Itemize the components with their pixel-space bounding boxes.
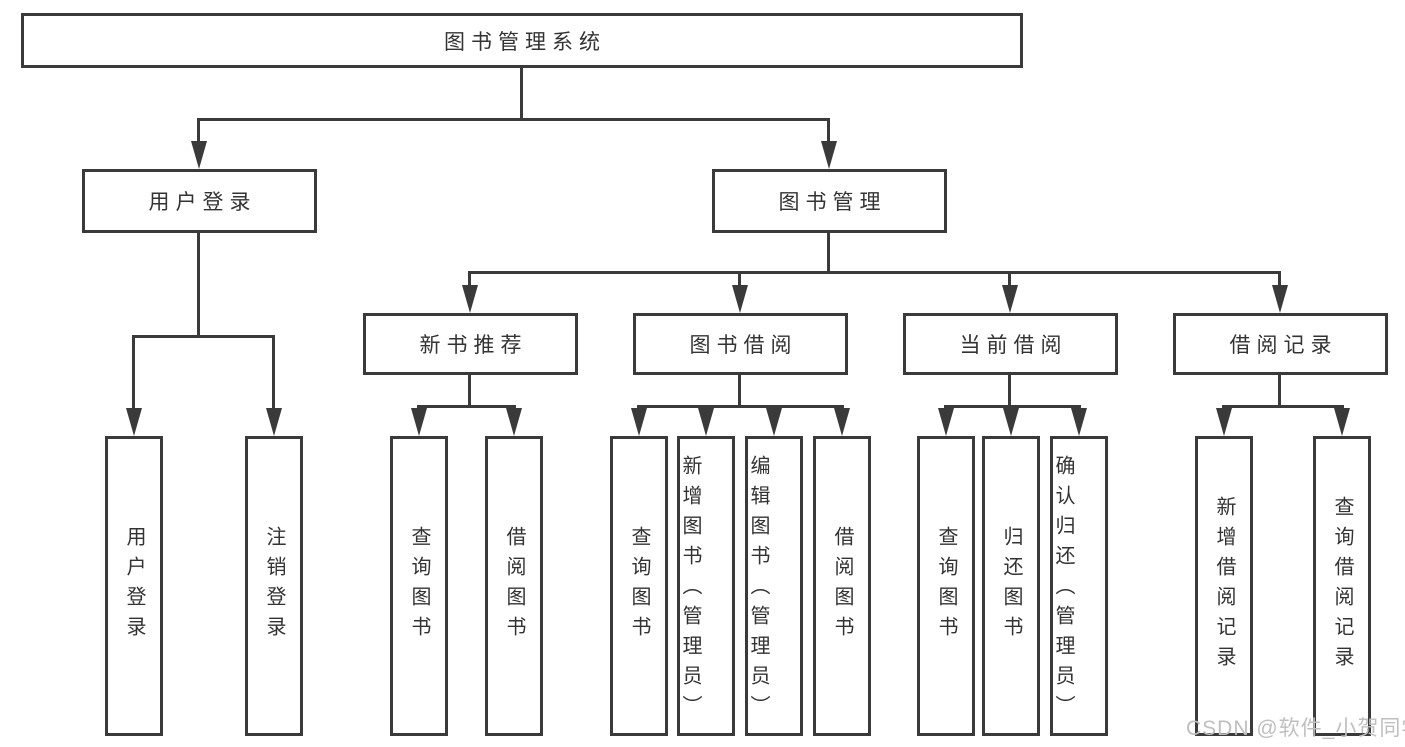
node-new-book-recommend-label: 新书推荐 bbox=[419, 334, 528, 357]
leaf-current-return-books-label: 归还图书 bbox=[1000, 526, 1022, 646]
leaf-recommend-borrow-books: 借阅图书 bbox=[485, 436, 543, 736]
node-new-book-recommend: 新书推荐 bbox=[363, 313, 578, 375]
arrowhead-records-query bbox=[1334, 408, 1350, 436]
arrowhead-recommend-query bbox=[411, 408, 427, 436]
connector-user-login-stem bbox=[197, 118, 200, 144]
leaf-recommend-query-books: 查询图书 bbox=[390, 436, 448, 736]
leaf-user-login: 用户登录 bbox=[105, 436, 163, 736]
leaf-current-query-books-label: 查询图书 bbox=[935, 526, 957, 646]
arrowhead-book-mgmt bbox=[821, 141, 837, 169]
connector-borrowing-down bbox=[738, 375, 741, 408]
leaf-borrowing-add-books-admin: 新增图书（管理员） bbox=[677, 436, 735, 736]
leaf-borrowing-borrow-books: 借阅图书 bbox=[813, 436, 871, 736]
node-book-borrowing-label: 图书借阅 bbox=[689, 334, 798, 357]
connector-level2-bus bbox=[197, 118, 830, 121]
leaf-records-query-record-label: 查询借阅记录 bbox=[1331, 496, 1353, 676]
arrowhead-leaf-logout bbox=[266, 408, 282, 436]
connector-records-stem bbox=[1278, 271, 1281, 287]
connector-records-down bbox=[1278, 375, 1281, 408]
connector-root-stem bbox=[520, 68, 523, 121]
arrowhead-current bbox=[1002, 285, 1018, 313]
connector-records-bus bbox=[1222, 405, 1344, 408]
arrowhead-borrowing-edit bbox=[766, 408, 782, 436]
node-borrowing-records: 借阅记录 bbox=[1173, 313, 1388, 375]
node-user-login: 用户登录 bbox=[82, 169, 317, 233]
connector-borrowing-bus bbox=[637, 405, 844, 408]
leaf-borrowing-query-books-label: 查询图书 bbox=[628, 526, 650, 646]
arrowhead-current-query bbox=[938, 408, 954, 436]
leaf-records-query-record: 查询借阅记录 bbox=[1313, 436, 1371, 736]
connector-current-stem bbox=[1008, 271, 1011, 287]
leaf-borrowing-query-books: 查询图书 bbox=[610, 436, 668, 736]
arrowhead-leaf-login bbox=[126, 408, 142, 436]
node-book-management-system-label: 图书管理系统 bbox=[444, 30, 606, 54]
node-current-borrowing-label: 当前借阅 bbox=[959, 334, 1068, 357]
watermark: CSDN @软件_小贺同学 bbox=[1186, 717, 1405, 740]
connector-current-down bbox=[1008, 375, 1011, 408]
leaf-current-confirm-return-admin-label: 确认归还（管理员） bbox=[1052, 455, 1074, 725]
arrowhead-borrowing-add bbox=[698, 408, 714, 436]
connector-level3-bus bbox=[468, 271, 1280, 274]
node-current-borrowing: 当前借阅 bbox=[903, 313, 1118, 375]
leaf-current-return-books: 归还图书 bbox=[982, 436, 1040, 736]
connector-user-login-down bbox=[197, 233, 200, 338]
leaf-borrowing-add-books-admin-label: 新增图书（管理员） bbox=[679, 455, 701, 725]
leaf-current-query-books: 查询图书 bbox=[917, 436, 975, 736]
connector-recommend-bus bbox=[417, 405, 516, 408]
arrowhead-borrowing-borrow bbox=[834, 408, 850, 436]
arrowhead-recommend bbox=[462, 285, 478, 313]
leaf-logout-label: 注销登录 bbox=[263, 526, 285, 646]
connector-leaf-login-stem bbox=[132, 335, 135, 410]
connector-borrowing-stem bbox=[738, 271, 741, 287]
connector-recommend-stem bbox=[468, 271, 471, 287]
leaf-current-confirm-return-admin: 确认归还（管理员） bbox=[1050, 436, 1108, 736]
connector-current-bus bbox=[944, 405, 1081, 408]
leaf-recommend-borrow-books-label: 借阅图书 bbox=[503, 526, 525, 646]
leaf-borrowing-borrow-books-label: 借阅图书 bbox=[831, 526, 853, 646]
arrowhead-records-add bbox=[1216, 408, 1232, 436]
connector-leaf-logout-stem bbox=[272, 335, 275, 410]
leaf-borrowing-edit-books-admin-label: 编辑图书（管理员） bbox=[747, 455, 769, 725]
connector-book-mgmt-down bbox=[827, 233, 830, 274]
leaf-records-add-record: 新增借阅记录 bbox=[1195, 436, 1253, 736]
node-book-borrowing: 图书借阅 bbox=[633, 313, 848, 375]
node-user-login-label: 用户登录 bbox=[148, 191, 257, 214]
leaf-recommend-query-books-label: 查询图书 bbox=[408, 526, 430, 646]
node-book-management: 图书管理 bbox=[712, 169, 947, 233]
arrowhead-current-confirm bbox=[1071, 408, 1087, 436]
node-borrowing-records-label: 借阅记录 bbox=[1229, 334, 1338, 357]
arrowhead-current-return bbox=[1003, 408, 1019, 436]
node-book-management-label: 图书管理 bbox=[778, 191, 887, 214]
arrowhead-recommend-borrow bbox=[506, 408, 522, 436]
leaf-logout: 注销登录 bbox=[245, 436, 303, 736]
arrowhead-records bbox=[1272, 285, 1288, 313]
node-book-management-system: 图书管理系统 bbox=[21, 13, 1023, 68]
arrowhead-borrowing bbox=[732, 285, 748, 313]
arrowhead-borrowing-query bbox=[631, 408, 647, 436]
connector-book-mgmt-stem bbox=[827, 118, 830, 144]
leaf-records-add-record-label: 新增借阅记录 bbox=[1213, 496, 1235, 676]
arrowhead-user-login bbox=[191, 141, 207, 169]
leaf-user-login-label: 用户登录 bbox=[123, 526, 145, 646]
connector-recommend-down bbox=[468, 375, 471, 408]
leaf-borrowing-edit-books-admin: 编辑图书（管理员） bbox=[745, 436, 803, 736]
connector-user-login-bus bbox=[132, 335, 275, 338]
